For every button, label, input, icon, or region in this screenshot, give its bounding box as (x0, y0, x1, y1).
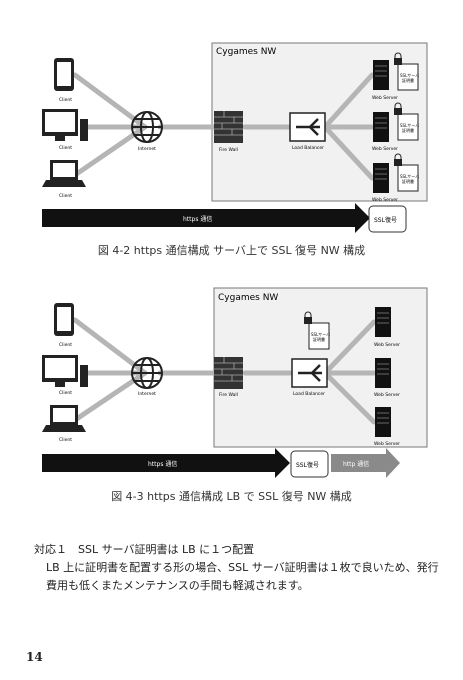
internet-label: Internet (138, 146, 156, 152)
figure-4-2-caption: 図 4-2 https 通信構成 サーバ上で SSL 復号 NW 構成 (97, 244, 366, 257)
figure-4-3: Cygames NW Client Client Client Internet (42, 287, 428, 478)
server-label: Web Server (374, 441, 400, 447)
lb-label: Load Balancer (292, 145, 324, 151)
client-label: Client (59, 390, 72, 396)
server-icon (373, 60, 389, 90)
https-arrow (42, 448, 290, 478)
svg-text:証明書: 証明書 (402, 127, 414, 133)
firewall-label: Fire Wall (219, 392, 238, 398)
http-label: http 通信 (343, 460, 369, 468)
laptop-icon (42, 160, 86, 187)
server-label: Web Server (372, 146, 398, 152)
https-arrow (42, 203, 370, 233)
svg-text:証明書: 証明書 (402, 77, 414, 83)
client-label: Client (59, 437, 72, 443)
ssl-decrypt-label: SSL復号 (296, 461, 319, 469)
server-label: Web Server (372, 95, 398, 101)
firewall-icon (214, 357, 243, 389)
body-paragraph-line: 費用も低くまたメンテナンスの手間も軽減されます。 (46, 579, 309, 592)
internet-label: Internet (138, 391, 156, 397)
server-label: Web Server (374, 342, 400, 348)
client-label: Client (59, 145, 72, 151)
firewall-label: Fire Wall (219, 147, 238, 153)
client-label: Client (59, 97, 72, 103)
svg-text:SSLサーバ: SSLサーバ (400, 123, 419, 128)
globe-icon (131, 357, 163, 389)
page-number: 14 (26, 650, 43, 664)
svg-text:SSLサーバ: SSLサーバ (311, 332, 330, 337)
cables (72, 317, 377, 425)
smartphone-icon (54, 58, 74, 91)
server-icon (375, 358, 391, 388)
load-balancer-icon (291, 358, 328, 388)
certificate-icon: SSLサーバ 証明書 (394, 52, 419, 91)
figure-4-3-caption: 図 4-3 https 通信構成 LB で SSL 復号 NW 構成 (111, 490, 352, 503)
body-paragraph-line: LB 上に証明書を配置する形の場合、SSL サーバ証明書は１枚で良いため、発行 (46, 561, 439, 574)
load-balancer-icon (289, 112, 326, 142)
client-label: Client (59, 193, 72, 199)
smartphone-icon (54, 303, 74, 336)
certificate-icon: SSLサーバ 証明書 (304, 311, 330, 350)
firewall-icon (214, 111, 243, 143)
desktop-icon (42, 355, 88, 387)
network-label: Cygames NW (218, 293, 278, 303)
certificate-icon: SSLサーバ 証明書 (394, 102, 419, 141)
http-arrow (331, 448, 400, 478)
server-icon (373, 112, 389, 142)
figure-4-2: Cygames NW Client Client Client Internet (42, 42, 428, 233)
server-label: Web Server (374, 392, 400, 398)
server-icon (373, 163, 389, 193)
ssl-decrypt-box (368, 205, 407, 233)
svg-text:SSLサーバ: SSLサーバ (400, 174, 419, 179)
client-label: Client (59, 342, 72, 348)
https-label: https 通信 (183, 215, 212, 223)
network-label: Cygames NW (216, 47, 276, 57)
svg-text:証明書: 証明書 (402, 178, 414, 184)
server-icon (375, 307, 391, 337)
server-label: Web Server (372, 197, 398, 203)
ssl-decrypt-label: SSL復号 (374, 216, 397, 224)
lb-label: Load Balancer (293, 391, 325, 397)
desktop-icon (42, 109, 88, 141)
body-heading: 対応１ SSL サーバ証明書は LB に１つ配置 (34, 543, 255, 556)
svg-text:SSLサーバ: SSLサーバ (400, 73, 419, 78)
https-label: https 通信 (148, 460, 177, 468)
server-icon (375, 407, 391, 437)
svg-text:証明書: 証明書 (313, 336, 325, 342)
certificate-icon: SSLサーバ 証明書 (394, 153, 419, 192)
laptop-icon (42, 405, 86, 432)
globe-icon (131, 111, 163, 143)
ssl-decrypt-box (290, 450, 329, 478)
